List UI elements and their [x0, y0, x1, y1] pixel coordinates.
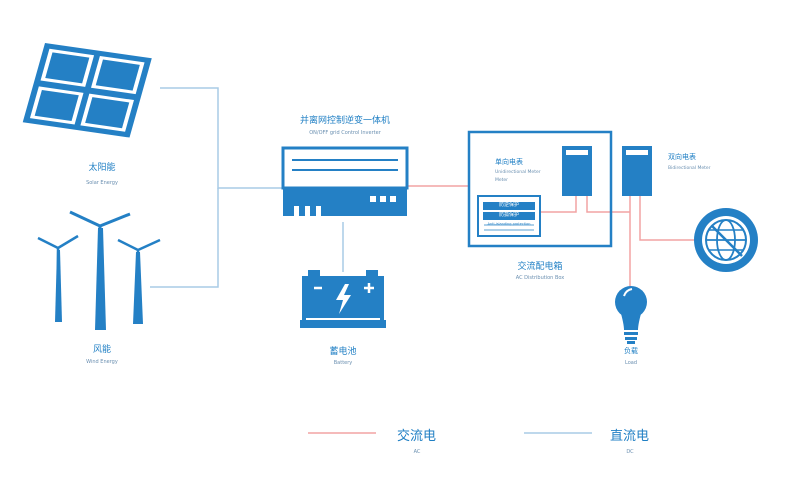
ac-lines	[407, 185, 700, 288]
battery-label: 蓄电池	[329, 347, 357, 357]
grid-globe-icon	[694, 208, 758, 272]
turbine-left	[37, 234, 79, 322]
wind-turbine-icon	[37, 210, 161, 330]
distribution-box-frame	[467, 130, 613, 248]
solar-label: 太阳能	[88, 163, 116, 173]
legend-ac-label: 交流电	[397, 429, 437, 444]
turbine-right	[117, 238, 161, 324]
protect-label-2: 防孤保护	[498, 212, 519, 218]
bi-meter-label: 双向电表	[668, 153, 696, 161]
distribution-box-icon	[467, 130, 613, 248]
solar-panel-icon	[22, 43, 152, 138]
wind-dc-line	[150, 188, 219, 288]
distribution-label: 交流配电箱	[517, 262, 563, 272]
box-internal-line	[586, 196, 630, 213]
legend-ac-label-en: AC	[413, 449, 421, 455]
solar-cell	[85, 97, 130, 129]
inverter-base	[283, 188, 407, 216]
lightning-icon	[336, 284, 351, 314]
wind-label-en: Wind Energy	[86, 359, 118, 365]
protect-label-1: 防逆保护	[498, 202, 519, 208]
solar-label-en: Solar Energy	[86, 180, 118, 186]
battery-icon	[300, 270, 386, 328]
solar-cell	[45, 52, 90, 84]
solar-dc-line	[160, 87, 282, 189]
uni-meter-label: 单向电表	[495, 158, 523, 166]
load-label: 负载	[624, 347, 638, 355]
inverter-label-en: ON/OFF grid Control Inverter	[309, 130, 381, 136]
protection-panel	[477, 195, 541, 237]
bi-meter-label-en: Bidirectional Meter	[668, 166, 711, 171]
bulb-icon	[615, 286, 647, 344]
solar-cell	[95, 59, 140, 91]
solar-cell	[34, 89, 79, 121]
legend-dc-label: 直流电	[610, 429, 650, 444]
meter-icon	[622, 146, 652, 196]
protect-label-en: Anti-islanding protection	[487, 222, 531, 226]
load-label-en: Load	[625, 360, 637, 366]
inverter-icon	[281, 146, 409, 216]
inverter-top	[281, 146, 409, 190]
distribution-label-en: AC Distribution Box	[515, 275, 565, 281]
bimeter-to-grid-line	[639, 196, 700, 241]
legend-dc-label-en: DC	[626, 449, 634, 455]
battery-label-en: Battery	[333, 360, 353, 366]
uni-meter-label-en: Unidirectional Meter	[495, 170, 541, 175]
dc-lines	[150, 87, 344, 288]
turbine-center	[69, 210, 131, 330]
meter-to-protect-line	[540, 196, 577, 213]
wind-label: 风能	[92, 345, 111, 355]
inverter-label: 并离网控制逆变一体机	[299, 116, 390, 126]
